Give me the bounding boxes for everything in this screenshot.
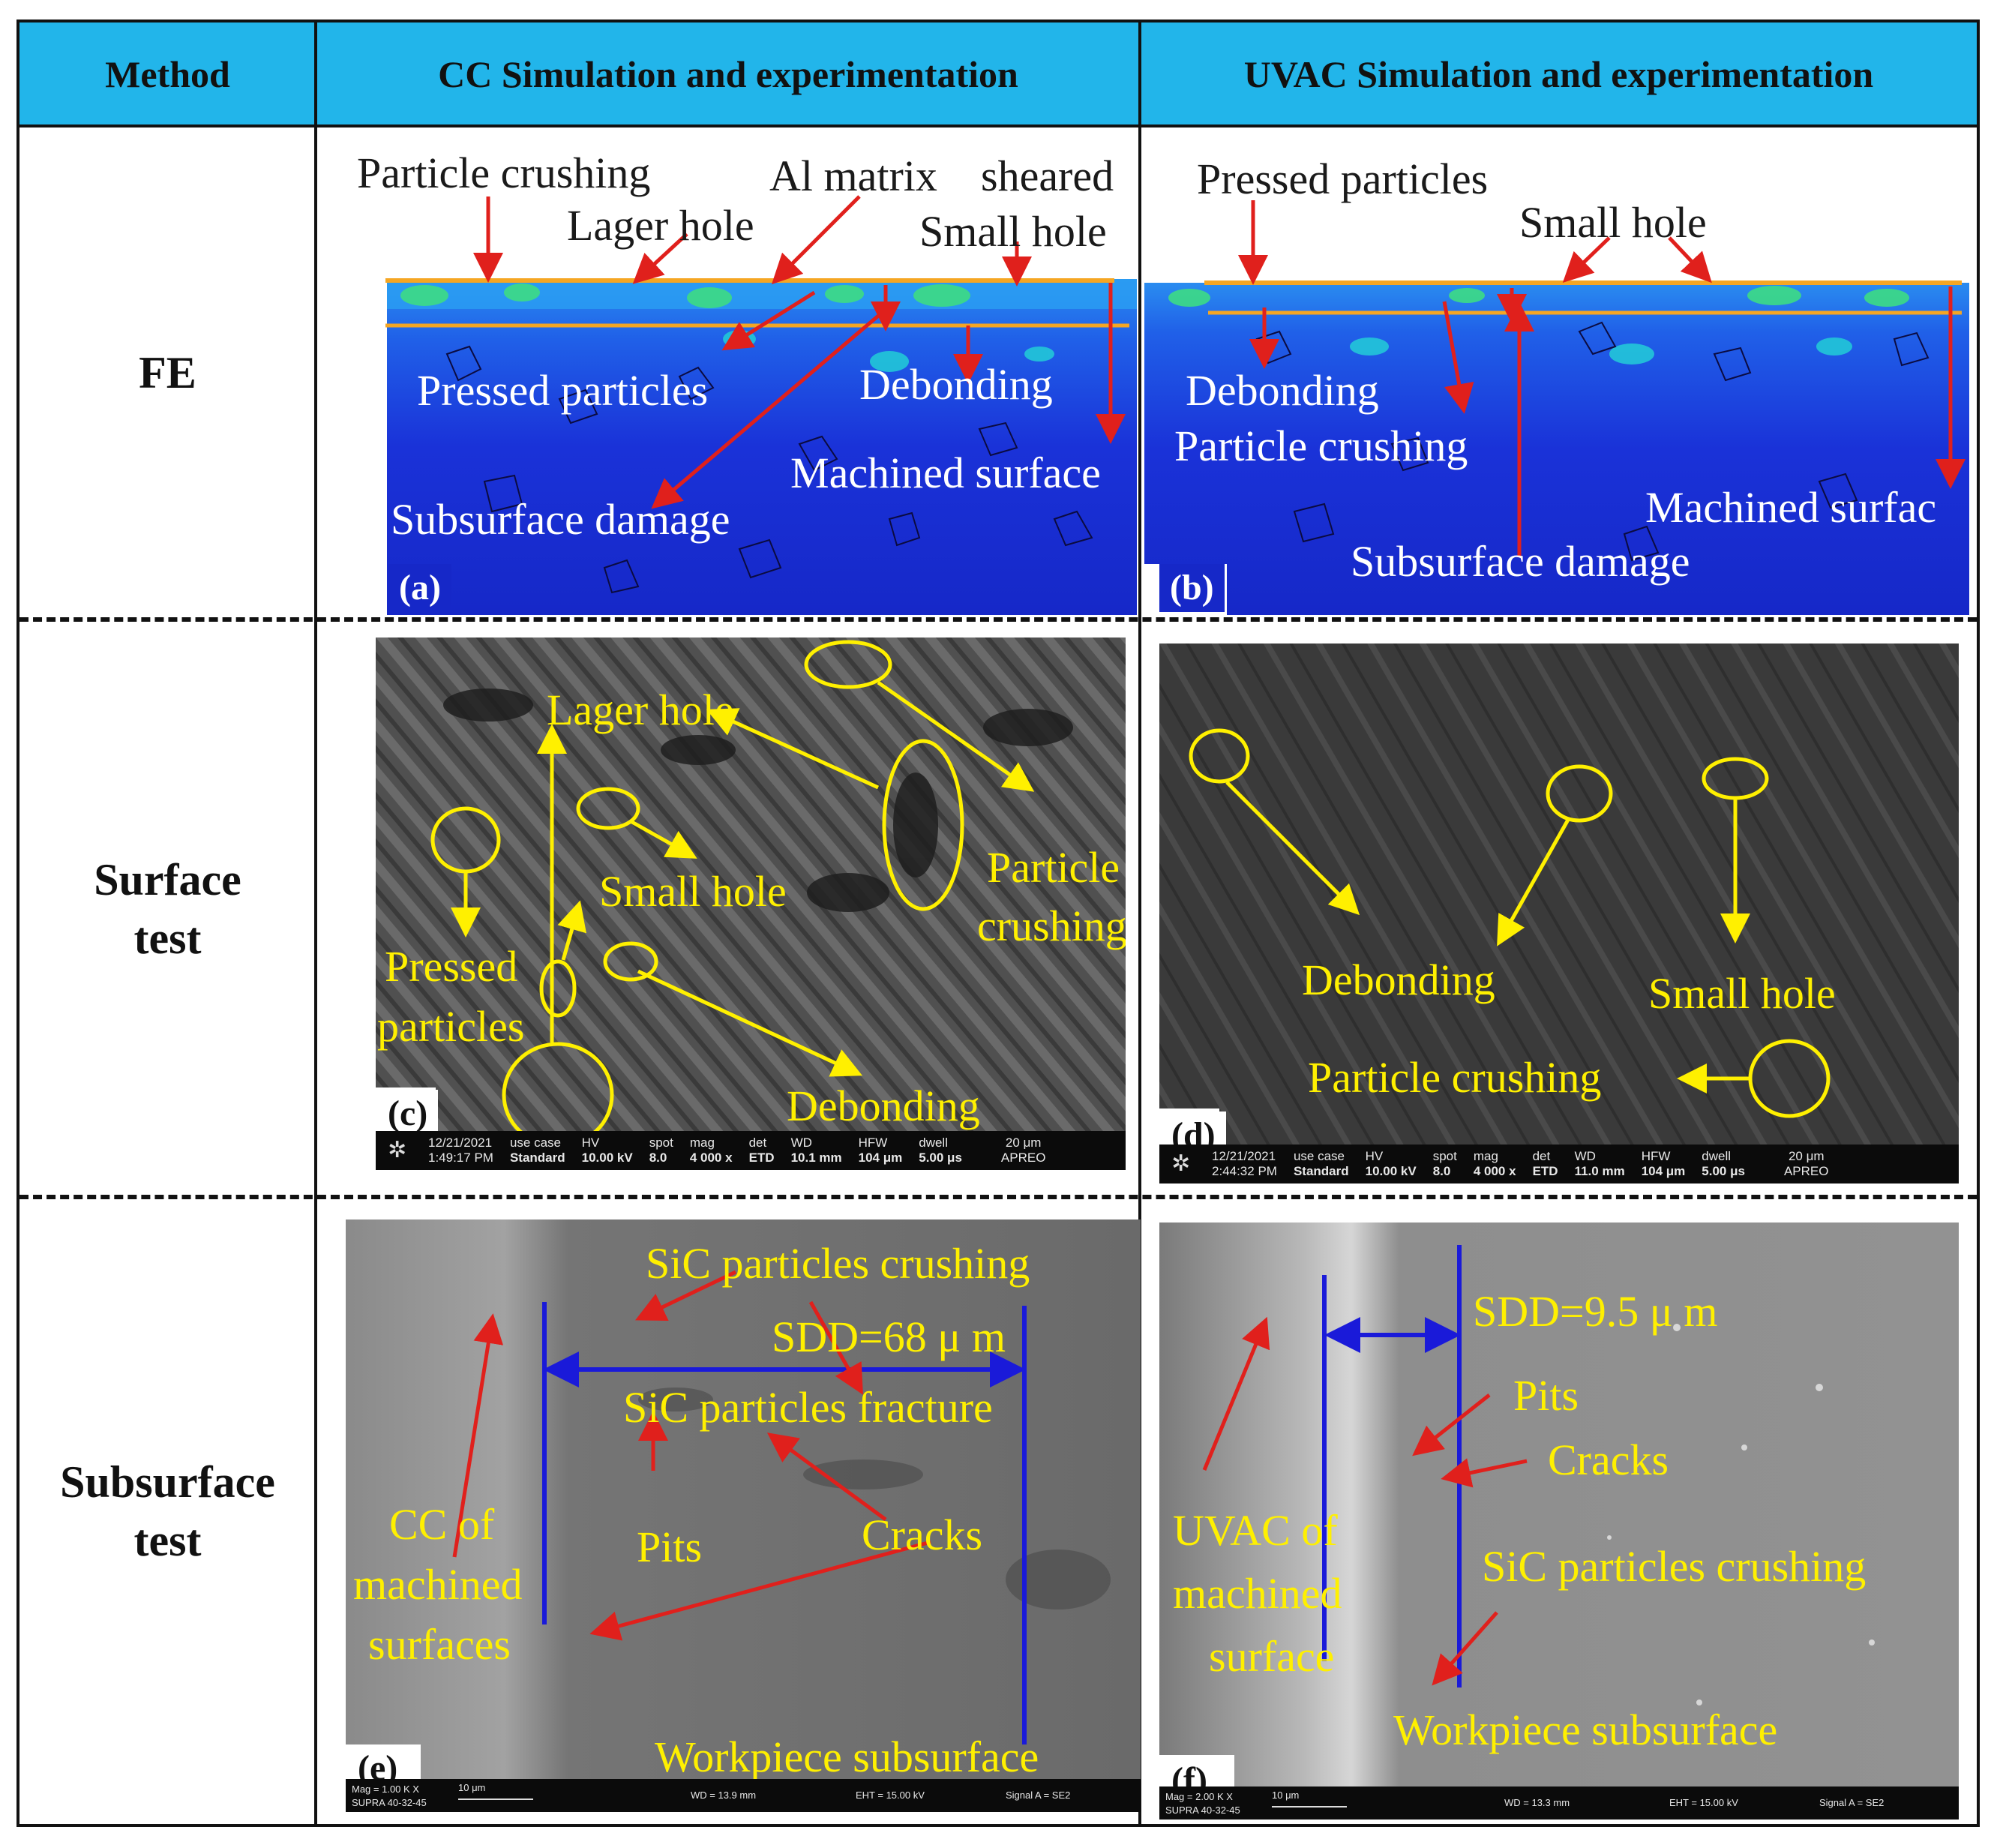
label-pressed: Pressed <box>385 942 518 991</box>
label-subsurface-damage: Subsurface damage <box>1351 537 1690 586</box>
row-divider-dashed <box>19 1195 1977 1199</box>
label-small-hole: Small hole <box>919 207 1107 256</box>
label-machined: machined <box>1173 1569 1342 1618</box>
sem-subsurface-uvac <box>1159 1222 1959 1820</box>
panel-e-subsurface-cc: SiC particles crushing SDD=68 μ m SiC pa… <box>346 1220 1141 1812</box>
label-pressed-particles: Pressed particles <box>417 366 709 415</box>
label-machined-surface: Machined surfac <box>1645 483 1937 532</box>
label-debonding: Debonding <box>1302 956 1495 1004</box>
panel-b-fe-uvac: Pressed particles Small hole Debonding P… <box>1144 129 1977 615</box>
label-particle-crushing: Particle crushing <box>1174 422 1468 470</box>
label-pits: Pits <box>1513 1371 1579 1420</box>
label-surface: surface <box>1209 1632 1335 1681</box>
label-particle-crushing: Particle crushing <box>357 148 651 197</box>
row-label-subsurface-1: Subsurface <box>60 1457 275 1507</box>
scale-bar-label: 20 μm <box>1005 1136 1042 1150</box>
row-label-surface-1: Surface <box>94 854 241 904</box>
fei-logo-icon: ✲ <box>1171 1151 1191 1176</box>
scale-bar-label: 10 μm <box>458 1782 486 1793</box>
label-particle-crushing: Particle crushing <box>1308 1053 1602 1102</box>
label-workpiece-subsurface: Workpiece subsurface <box>655 1732 1039 1781</box>
label-crushing: crushing <box>977 902 1126 950</box>
label-lager-hole: Lager hole <box>547 686 734 734</box>
figure-table: Method CC Simulation and experimentation… <box>16 20 1980 1827</box>
label-cracks: Cracks <box>862 1510 983 1559</box>
row-divider-dashed <box>19 617 1977 622</box>
scale-bar-label: 20 μm <box>1788 1149 1825 1163</box>
label-sic-fracture: SiC particles fracture <box>623 1383 993 1432</box>
label-sheared: sheared <box>981 152 1114 200</box>
label-al-matrix: Al matrix <box>769 152 937 200</box>
label-cracks: Cracks <box>1548 1436 1669 1484</box>
header-method: Method <box>19 22 316 126</box>
panel-d-sem-uvac: Debonding Small hole Particle crushing (… <box>1159 644 1959 1184</box>
scale-bar-label: 10 μm <box>1272 1790 1300 1801</box>
row-label-surface-2: test <box>133 913 202 963</box>
label-machined-surface: Machined surface <box>790 448 1101 497</box>
label-pressed-particles: Pressed particles <box>1197 154 1489 203</box>
panel-tag-b: (b) <box>1159 564 1225 612</box>
label-surfaces: surfaces <box>368 1620 511 1669</box>
panel-f-subsurface-uvac: SDD=9.5 μ m Pits Cracks SiC particles cr… <box>1159 1222 1959 1820</box>
row-label-subsurface-2: test <box>133 1516 202 1565</box>
row-label-subsurface: Subsurface test <box>19 1200 316 1822</box>
panel-tag-a: (a) <box>388 564 451 612</box>
label-particle: Particle <box>987 843 1120 892</box>
column-divider <box>314 22 317 1824</box>
label-lager-hole: Lager hole <box>567 201 754 250</box>
label-particles: particles <box>377 1002 525 1051</box>
row-label-fe: FE <box>139 347 196 398</box>
row-label-surface: Surface test <box>19 622 316 1195</box>
label-small-hole: Small hole <box>599 867 787 916</box>
label-small-hole: Small hole <box>1519 198 1707 247</box>
label-sic-crushing: SiC particles crushing <box>646 1239 1030 1288</box>
sem-info-bar: Mag = 1.00 K X SUPRA 40-32-45 10 μm WD =… <box>346 1779 1141 1812</box>
label-sdd-uvac: SDD=9.5 μ m <box>1473 1287 1718 1336</box>
header-cc: CC Simulation and experimentation <box>316 22 1141 126</box>
fe-simulation-uvac <box>1144 200 1969 615</box>
fe-simulation-cc <box>319 195 1137 615</box>
label-subsurface-damage: Subsurface damage <box>391 495 730 544</box>
label-debonding: Debonding <box>859 360 1053 409</box>
label-sic-crushing: SiC particles crushing <box>1482 1542 1867 1591</box>
label-small-hole: Small hole <box>1648 969 1836 1018</box>
panel-tag-c: (c) <box>377 1090 439 1138</box>
label-debonding: Debonding <box>787 1082 980 1130</box>
header-uvac: UVAC Simulation and experimentation <box>1141 22 1977 126</box>
sem-image-uvac <box>1159 644 1959 1184</box>
sem-info-bar: Mag = 2.00 K X SUPRA 40-32-45 10 μm WD =… <box>1159 1786 1959 1820</box>
label-sdd-cc: SDD=68 μ m <box>772 1312 1006 1361</box>
column-divider <box>1138 22 1141 1824</box>
panel-a-fe-cc: Particle crushing Al matrix sheared Lage… <box>319 129 1137 615</box>
fei-logo-icon: ✲ <box>388 1138 407 1162</box>
sem-image-cc <box>376 638 1126 1170</box>
header-divider <box>19 124 1977 128</box>
label-cc-of: CC of <box>389 1500 495 1549</box>
panel-c-sem-cc: Lager hole Small hole Particle crushing … <box>376 638 1126 1170</box>
label-pits: Pits <box>637 1522 703 1571</box>
label-uvac-of: UVAC of <box>1173 1506 1338 1555</box>
label-workpiece-subsurface: Workpiece subsurface <box>1393 1706 1778 1754</box>
label-machined: machined <box>353 1560 523 1609</box>
label-debonding: Debonding <box>1186 366 1379 415</box>
sem-subsurface-cc <box>346 1220 1141 1812</box>
